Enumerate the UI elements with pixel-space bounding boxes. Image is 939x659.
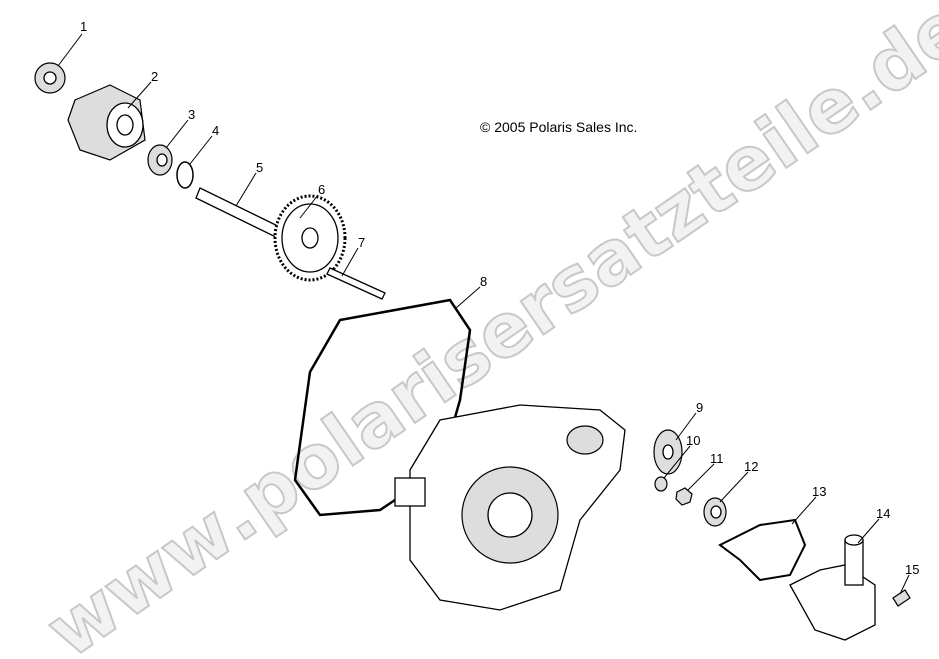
part-9-impeller	[653, 429, 683, 475]
part-11-nut	[675, 487, 693, 506]
part-13-o-ring	[718, 518, 807, 582]
part-12-seal	[703, 497, 727, 527]
callout-8: 8	[480, 274, 487, 289]
callout-3: 3	[188, 107, 195, 122]
callout-6: 6	[318, 182, 325, 197]
part-14-pump-cover	[789, 534, 876, 641]
part-10-washer	[654, 476, 668, 492]
callout-12: 12	[744, 459, 758, 474]
callout-5: 5	[256, 160, 263, 175]
callout-13: 13	[812, 484, 826, 499]
part-6-gear	[273, 194, 347, 282]
part-3-bearing	[147, 144, 173, 176]
leader-lines	[57, 33, 910, 595]
callout-7: 7	[358, 235, 365, 250]
callout-15: 15	[905, 562, 919, 577]
copyright-notice: © 2005 Polaris Sales Inc.	[480, 119, 638, 135]
callout-1: 1	[80, 19, 87, 34]
callout-10: 10	[686, 433, 700, 448]
callout-2: 2	[151, 69, 158, 84]
callout-4: 4	[212, 123, 219, 138]
part-15-bolt	[892, 589, 911, 607]
part-2-pump-housing	[67, 84, 146, 161]
callout-14: 14	[876, 506, 890, 521]
callout-11: 11	[710, 451, 724, 466]
part-1-nut	[34, 62, 66, 94]
part-4-snap-ring	[176, 161, 194, 189]
part-7-bolt	[326, 267, 386, 300]
callout-9: 9	[696, 400, 703, 415]
engine-cover	[394, 404, 626, 611]
